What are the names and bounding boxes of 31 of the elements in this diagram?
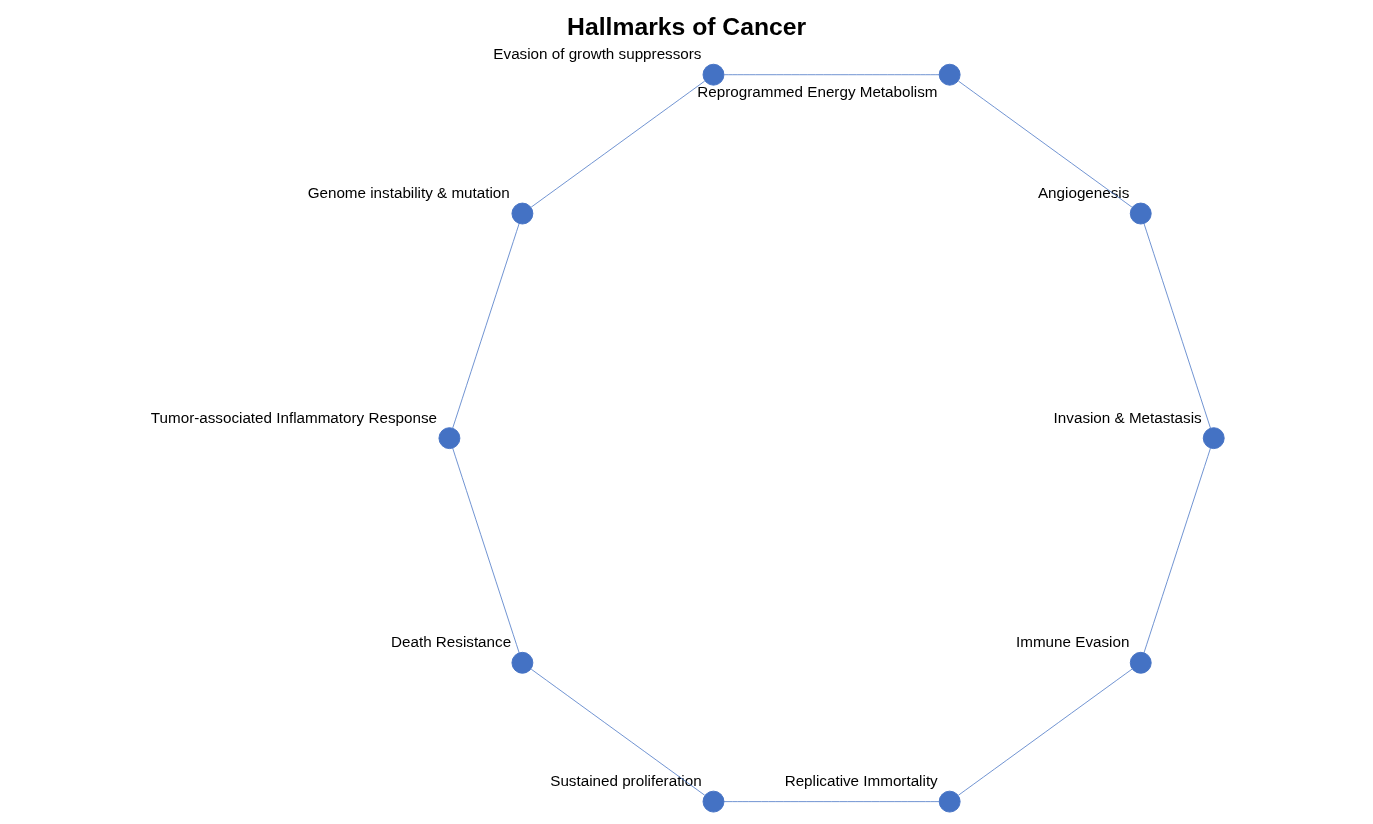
connector (723, 74, 940, 76)
connector (1143, 448, 1211, 654)
node-label: Reprogrammed Energy Metabolism (697, 83, 938, 101)
node-circle (511, 651, 534, 674)
node-circle (511, 202, 534, 225)
node-circle (438, 427, 461, 450)
diagram-title: Hallmarks of Cancer (567, 12, 807, 40)
connector (958, 80, 1133, 208)
connector (723, 801, 940, 802)
connector (530, 668, 706, 796)
node-circle (1129, 651, 1152, 674)
node-label: Evasion of growth suppressors (493, 45, 702, 63)
connector (452, 223, 520, 429)
node-label: Death Resistance (391, 633, 512, 651)
node-label: Sustained proliferation (550, 772, 702, 790)
node-circle (702, 790, 725, 813)
node-circle (938, 63, 961, 86)
node-circle (1202, 427, 1225, 450)
node-label: Genome instability & mutation (307, 184, 510, 202)
node-circle (1129, 202, 1152, 225)
node-label: Invasion & Metastasis (1053, 408, 1202, 426)
node-label: Tumor-associated Inflammatory Response (150, 408, 437, 426)
node-label: Angiogenesis (1037, 184, 1130, 202)
node-label: Immune Evasion (1016, 633, 1130, 651)
node-circle (702, 63, 725, 86)
node-circle (938, 790, 961, 813)
connector (1143, 223, 1211, 429)
connector (958, 668, 1133, 796)
connector (530, 80, 706, 208)
node-label: Replicative Immortality (784, 772, 938, 790)
connector (452, 447, 520, 653)
